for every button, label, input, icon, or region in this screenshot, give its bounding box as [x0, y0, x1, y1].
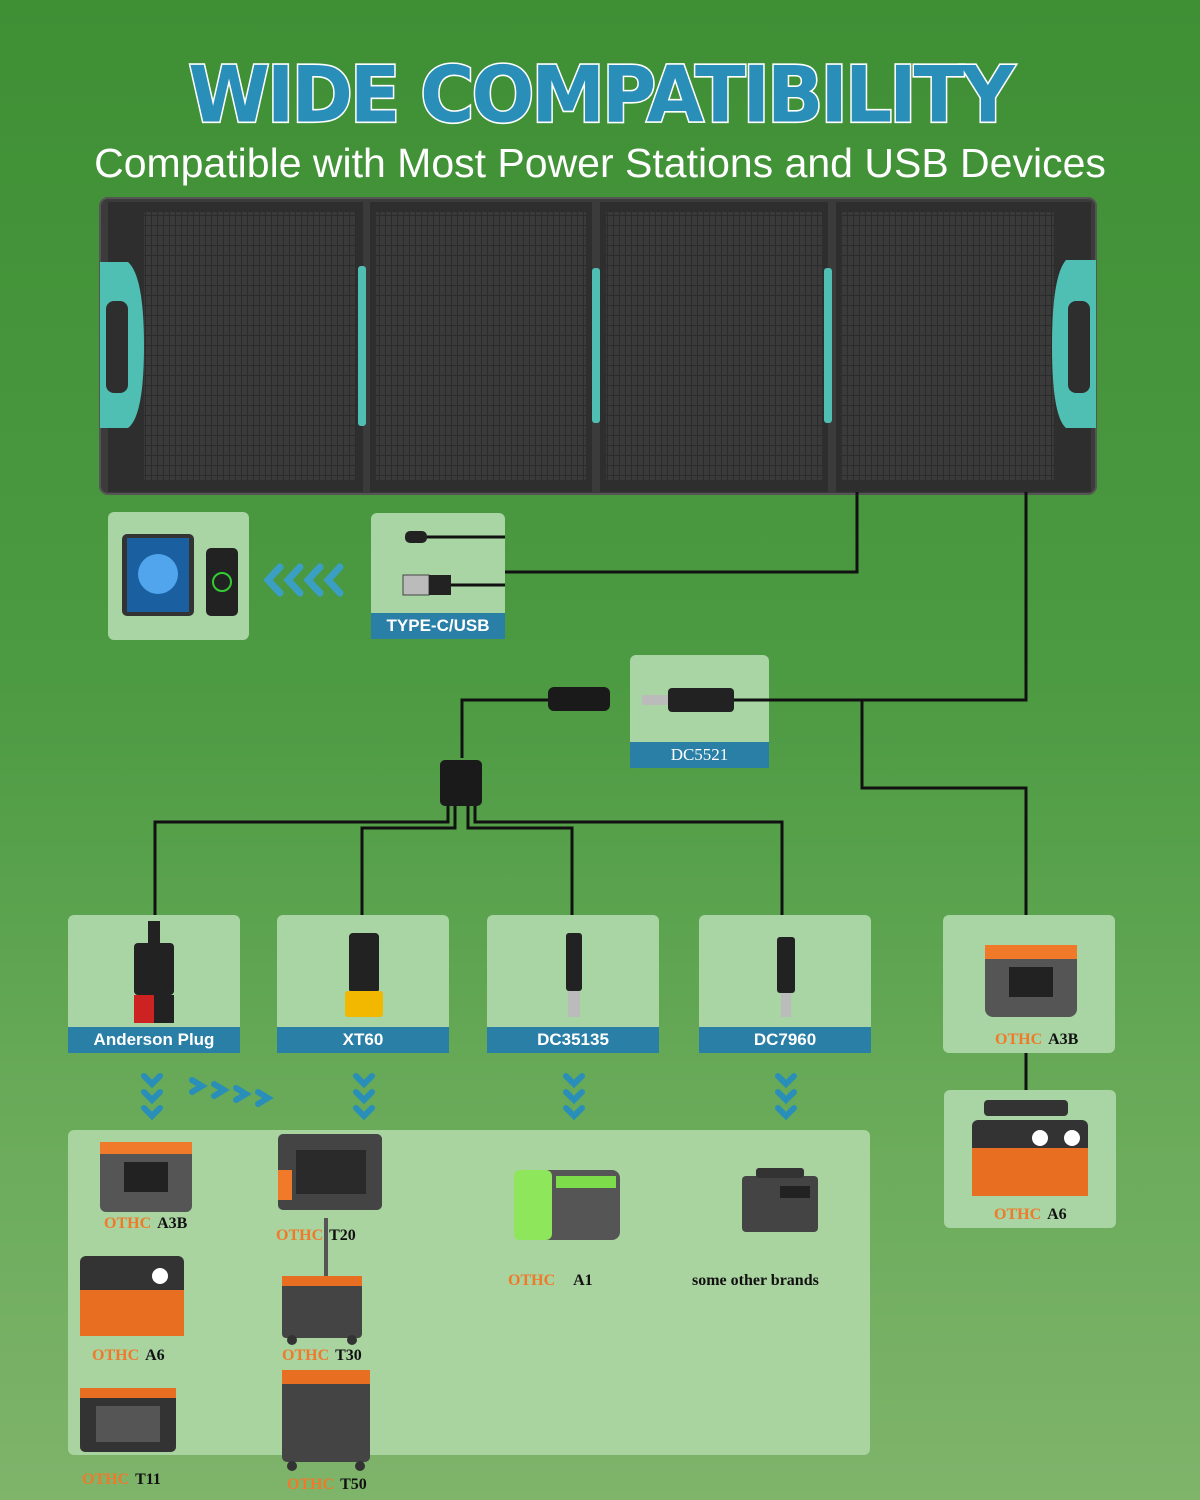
connector-card-anderson: Anderson Plug: [68, 915, 240, 1053]
solar-panel: [99, 197, 1097, 495]
panel-segments: [108, 202, 1091, 492]
compatible-stations-panel: [68, 1130, 870, 1455]
dc5521-card: DC5521: [630, 655, 769, 768]
dc5521-label: DC5521: [630, 742, 769, 768]
phone-icon: [206, 548, 238, 616]
connector-label: DC7960: [699, 1027, 871, 1053]
page-title: WIDE COMPATIBILITY: [187, 48, 1016, 141]
connector-label: XT60: [277, 1027, 449, 1053]
other-brands-label: some other brands: [692, 1272, 819, 1289]
connector-card-dc35135: DC35135: [487, 915, 659, 1053]
xt60-plug-icon: [345, 933, 383, 1017]
power-station-icon: [742, 1168, 818, 1232]
hinge-strip: [824, 268, 832, 423]
power-station-icon: [80, 1388, 176, 1452]
power-station-icon: [514, 1170, 620, 1240]
dc35135-plug-icon: [566, 933, 582, 1017]
chevron-down-icon: [563, 1073, 585, 1121]
connector-card-xt60: XT60: [277, 915, 449, 1053]
dc7960-plug-icon: [777, 937, 795, 1017]
type-c-usb-card: TYPE-C/USB: [371, 513, 505, 639]
down-arrows: [141, 1073, 797, 1121]
anderson-plug-icon: [134, 921, 174, 1023]
connector-label: DC35135: [487, 1027, 659, 1053]
power-station-icon: [278, 1134, 382, 1210]
power-station-icon: [282, 1218, 362, 1345]
power-station-icon: [972, 1100, 1088, 1196]
chevron-down-icon: [141, 1073, 163, 1121]
arrow-left-icon: [263, 563, 344, 597]
power-station-icon: [100, 1142, 192, 1212]
hinge-strip: [358, 266, 366, 426]
connector-label: Anderson Plug: [68, 1027, 240, 1053]
power-station-icon: [985, 945, 1077, 1017]
cable-splitter: [440, 760, 482, 806]
dc-coupler: [548, 687, 610, 711]
chevron-down-icon: [353, 1073, 375, 1121]
usb-devices-card: [108, 512, 249, 640]
power-station-icon: [282, 1370, 370, 1471]
connector-card-dc7960: DC7960: [699, 915, 871, 1053]
type-c-usb-label: TYPE-C/USB: [371, 613, 505, 639]
chevron-down-icon: [775, 1073, 797, 1121]
power-station-icon: [80, 1256, 184, 1336]
chevron-right-icon: [189, 1077, 274, 1107]
hinge-strip: [592, 268, 600, 423]
page-subtitle: Compatible with Most Power Stations and …: [94, 140, 1106, 186]
